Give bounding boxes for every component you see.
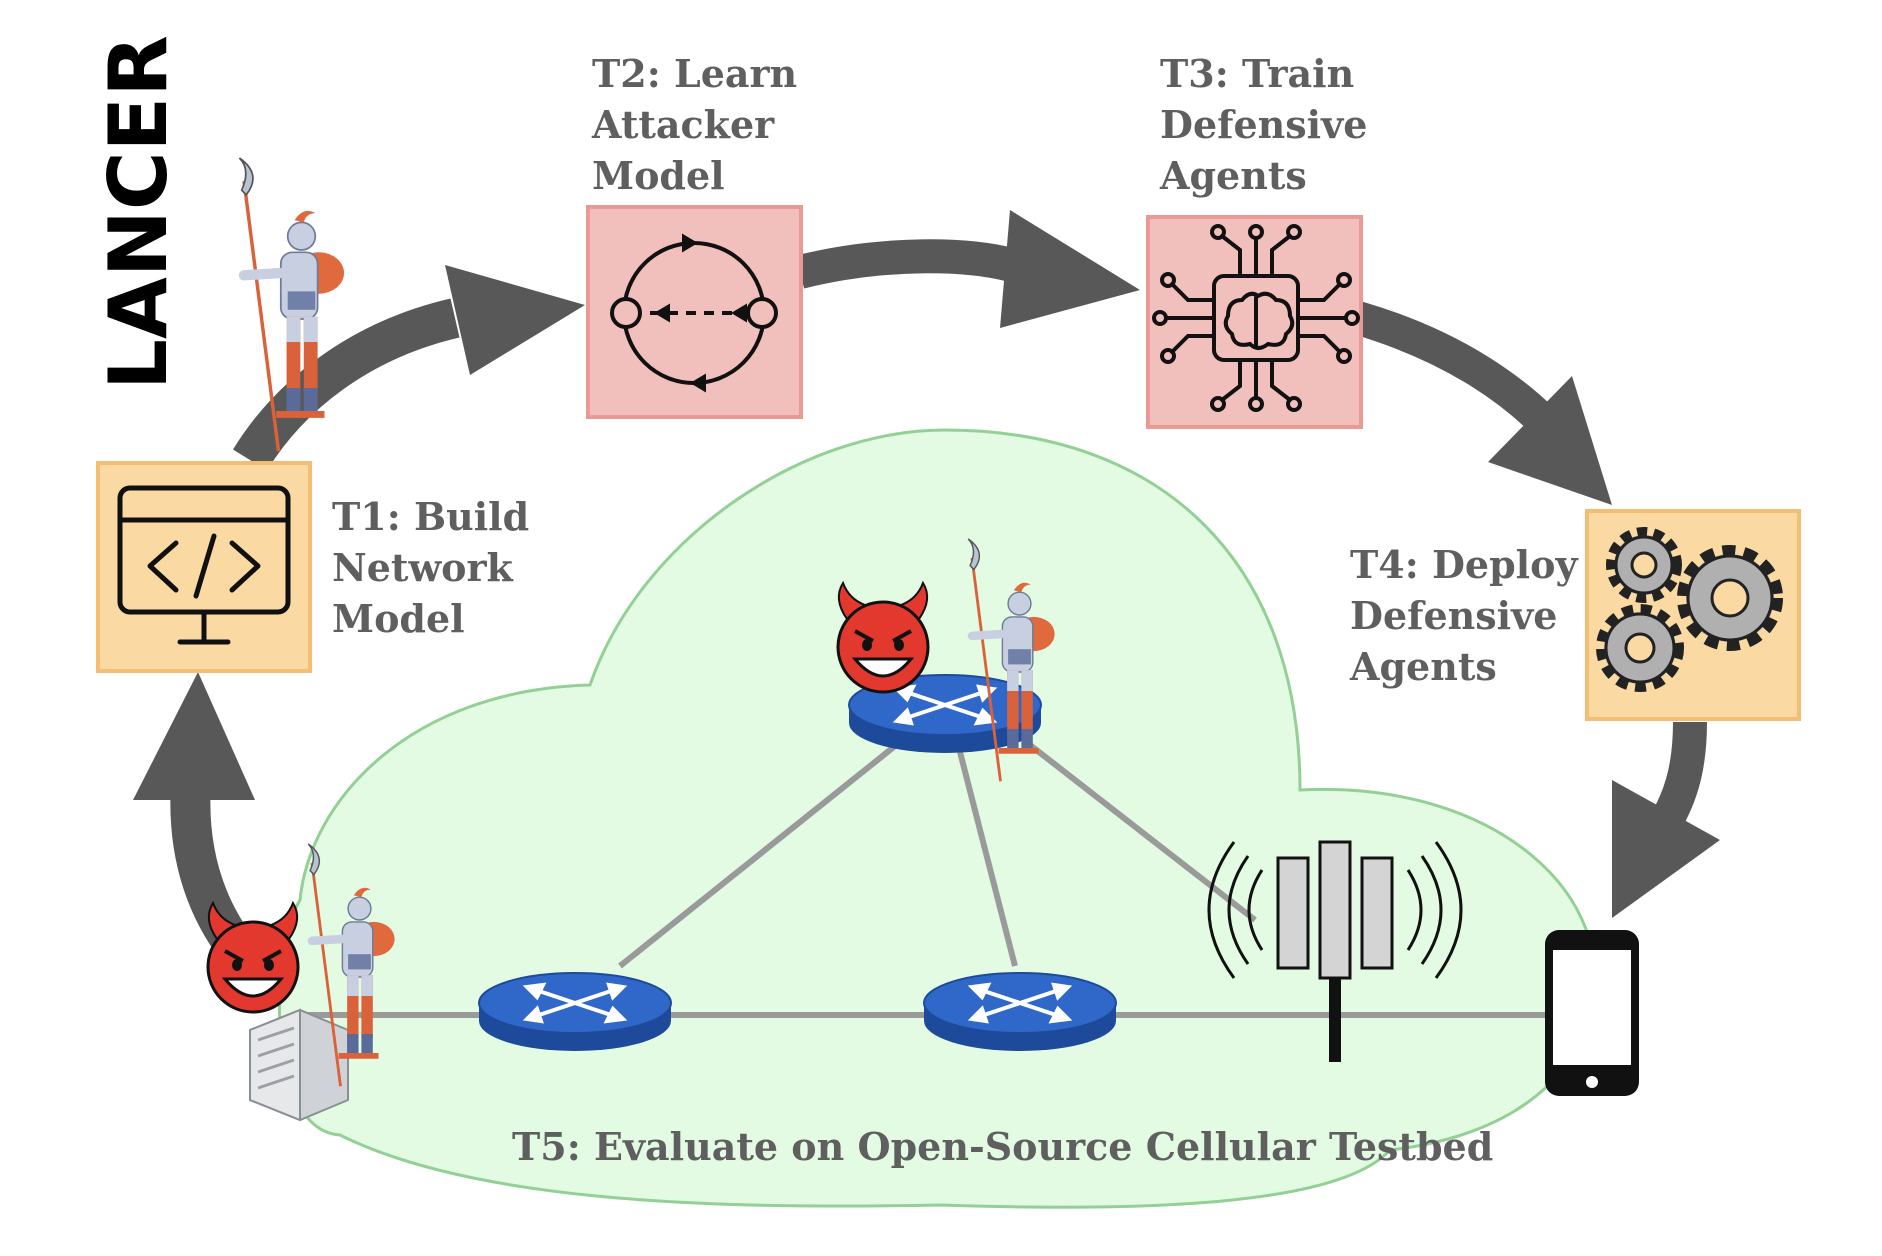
t3-box — [1146, 215, 1363, 429]
arrow-t4-to-phone-head — [1612, 780, 1720, 918]
arrow-t3-to-t4-head — [1488, 376, 1612, 505]
ai-chip-icon — [1152, 224, 1360, 412]
t4-label: T4: Deploy Defensive Agents — [1349, 542, 1591, 689]
t2-box — [586, 205, 803, 419]
t2-label: T2: Learn Attacker Model — [591, 51, 810, 198]
attack-graph-icon — [610, 233, 778, 393]
router-icon — [477, 971, 673, 1053]
arrow-t2-to-t3 — [795, 239, 1024, 289]
gears-icon — [1596, 527, 1783, 692]
devil-face-icon — [206, 901, 300, 1014]
arrow-t2-to-t3-head — [1000, 210, 1140, 328]
cell-tower-icon — [1207, 840, 1463, 1062]
t1-label: T1: Build Network Model — [332, 494, 542, 641]
router-icon — [922, 971, 1118, 1053]
lancer-title: LANCER — [92, 35, 185, 390]
t3-label: T3: Train Defensive Agents — [1159, 51, 1381, 198]
code-monitor-icon — [117, 485, 291, 645]
knight-lancer-icon — [239, 158, 344, 451]
t1-box — [96, 461, 312, 673]
t5-label: T5: Evaluate on Open-Source Cellular Tes… — [512, 1124, 1493, 1169]
arrow-server-to-t1-head — [133, 672, 255, 800]
smartphone-icon — [1545, 930, 1639, 1096]
arrow-t1-to-t2-head — [445, 265, 585, 375]
server-icon — [249, 1008, 349, 1122]
arrow-t1-to-t2 — [232, 298, 460, 471]
t4-box — [1585, 509, 1801, 721]
